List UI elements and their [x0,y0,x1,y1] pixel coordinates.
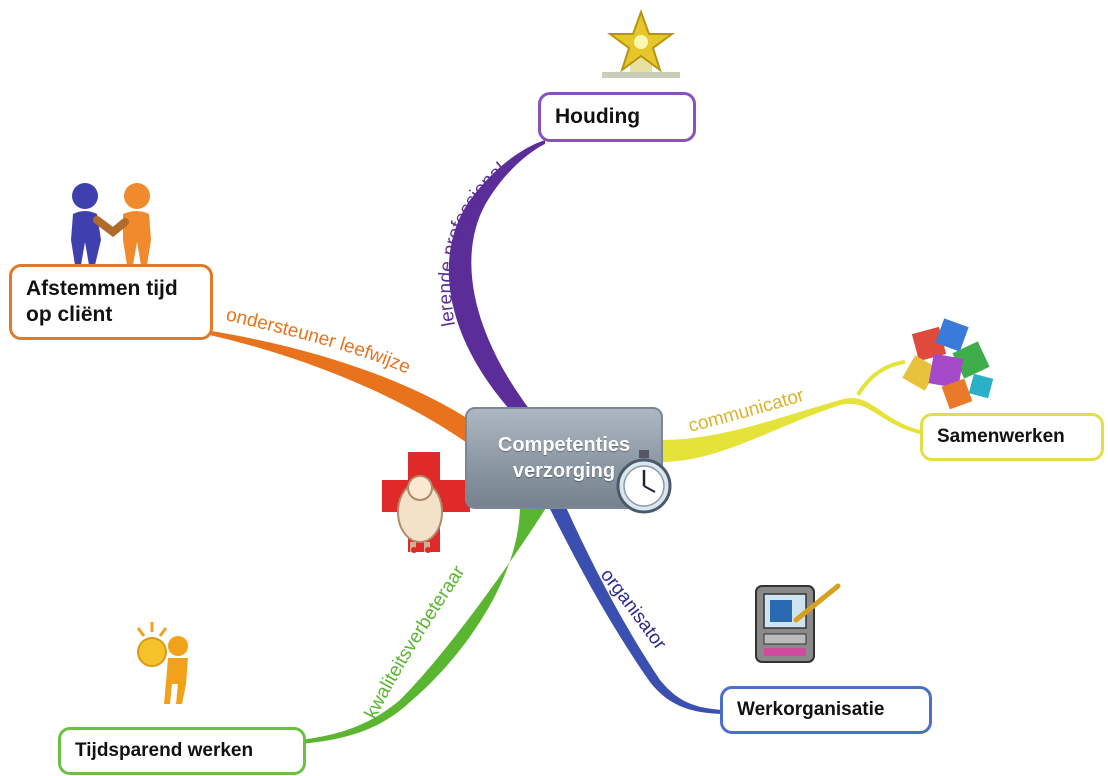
node-houding[interactable]: Houding [538,92,696,142]
branch-samenwerken [660,360,920,462]
node-afstemmen-line2: op cliënt [26,303,113,326]
node-samenwerken-label: Samenwerken [937,426,1065,448]
node-werkorganisatie[interactable]: Werkorganisatie [720,686,932,734]
puzzle-pieces-icon [902,318,994,410]
node-houding-label: Houding [555,104,641,128]
central-topic-line1: Competenties [497,434,631,456]
branch-werkorg [548,505,722,714]
branch-tijdsparend-stroke [300,505,548,744]
lightbulb-person-icon [136,622,188,704]
handshake-people-icon [71,183,151,265]
pda-stylus-icon [755,583,841,663]
trophy-star-icon [602,9,680,78]
stopwatch-icon [616,450,672,514]
branch-werkorg-stroke [548,505,722,714]
branch-samenwerken-stroke [660,397,920,462]
node-tijdsparend-label: Tijdsparend werken [75,740,254,762]
node-werkorganisatie-label: Werkorganisatie [737,699,885,721]
node-afstemmen-line1: Afstemmen tijd [26,276,178,300]
branch-houding [448,140,545,410]
nurse-red-cross-icon [382,452,470,553]
branch-houding-stroke [448,140,545,410]
central-topic-line2: verzorging [512,460,616,482]
node-samenwerken[interactable]: Samenwerken [920,413,1104,461]
node-tijdsparend-werken[interactable]: Tijdsparend werken [58,727,306,775]
node-afstemmen-tijd[interactable]: Afstemmen tijd op cliënt [9,264,213,340]
branch-tijdsparend [300,505,548,744]
